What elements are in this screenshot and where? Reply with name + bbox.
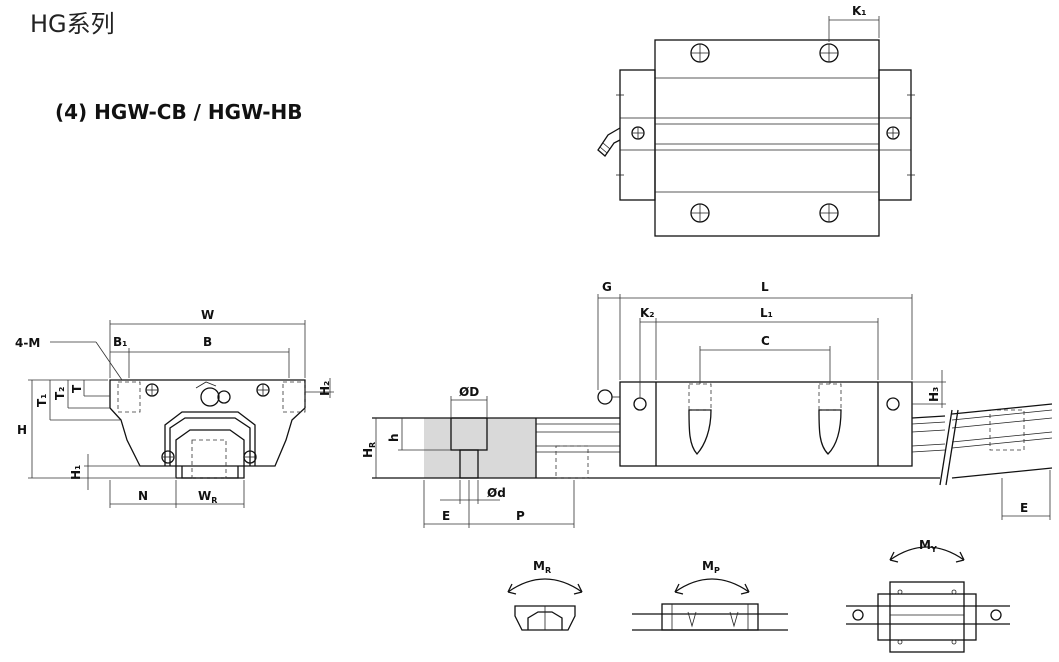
rail-hole	[459, 449, 479, 479]
break-line-2	[945, 409, 959, 486]
rail-cross-section-shade	[424, 418, 536, 478]
top-bolt-hole-1	[690, 43, 710, 63]
grease-nipple-icon	[597, 127, 621, 157]
front-block-outline	[109, 379, 306, 479]
front-screw-left	[145, 383, 159, 397]
moment-MR: MR	[507, 559, 583, 631]
label-4M: 4-M	[15, 336, 40, 350]
dim-D: ØD	[459, 385, 479, 399]
svg-text:MY: MY	[919, 538, 937, 554]
dim-K2: K₂	[640, 306, 655, 320]
side-view: G L K₂ L₁ C H₃ ØD h HR Ød E P	[361, 280, 1053, 528]
series-title: HG系列	[30, 10, 115, 38]
dim-B1: B₁	[113, 335, 127, 349]
top-view: K₁	[597, 4, 915, 237]
top-bolt-hole-4	[819, 203, 839, 223]
dim-L: L	[761, 280, 769, 294]
moment-MP: MP	[632, 559, 788, 631]
dim-H: H	[17, 423, 27, 437]
top-block-body	[654, 39, 880, 237]
dim-T1: T₁	[35, 394, 49, 407]
dim-h: h	[387, 433, 401, 442]
dim-G: G	[602, 280, 612, 294]
rail-section	[175, 429, 245, 479]
dim-HR: HR	[361, 442, 377, 458]
dim-T: T	[70, 384, 84, 393]
dim-B: B	[203, 335, 212, 349]
top-bolt-hole-2	[819, 43, 839, 63]
front-screw-br	[243, 450, 257, 464]
dim-P: P	[516, 509, 525, 523]
front-view: W B₁ B 4-M H T₁ T₂ T H₁ H₂ N WR	[15, 308, 334, 508]
side-screw-left	[633, 397, 647, 411]
dim-T2: T₂	[53, 387, 67, 400]
dim-H1: H₁	[69, 465, 83, 480]
moment-MY: MY	[846, 538, 1010, 653]
top-bolt-hole-3	[690, 203, 710, 223]
rotation-arrow-icon	[507, 578, 583, 593]
break-line-1	[939, 409, 953, 486]
rail-profile	[164, 411, 256, 466]
dim-E2: E	[1020, 501, 1028, 515]
dim-H3: H₃	[927, 387, 941, 402]
bolt-slot-left	[688, 409, 712, 455]
dim-E: E	[442, 509, 450, 523]
top-end-cap-right	[878, 69, 912, 201]
svg-text:MP: MP	[702, 559, 720, 575]
dim-L1: L₁	[760, 306, 773, 320]
dim-C: C	[761, 334, 770, 348]
rotation-arrow-icon	[889, 546, 965, 561]
top-side-hole-left	[631, 126, 645, 140]
front-grease-nipple-icon	[195, 381, 231, 407]
top-side-hole-right	[886, 126, 900, 140]
side-screw-right	[886, 397, 900, 411]
dim-H2: H₂	[318, 381, 332, 396]
top-end-cap-left	[619, 69, 656, 201]
dim-N: N	[138, 489, 148, 503]
dim-K1: K₁	[852, 4, 867, 18]
front-screw-right	[256, 383, 270, 397]
dim-d: Ød	[487, 486, 506, 500]
bolt-slot-right	[818, 409, 842, 455]
front-screw-bl	[161, 450, 175, 464]
model-title: (4) HGW-CB / HGW-HB	[55, 100, 303, 124]
rotation-arrow-icon	[674, 578, 750, 593]
svg-text:MR: MR	[533, 559, 551, 575]
side-grease-nipple-icon	[597, 389, 620, 405]
dim-W: W	[201, 308, 214, 322]
side-block-outline	[619, 381, 913, 467]
dim-WR: WR	[198, 489, 217, 505]
